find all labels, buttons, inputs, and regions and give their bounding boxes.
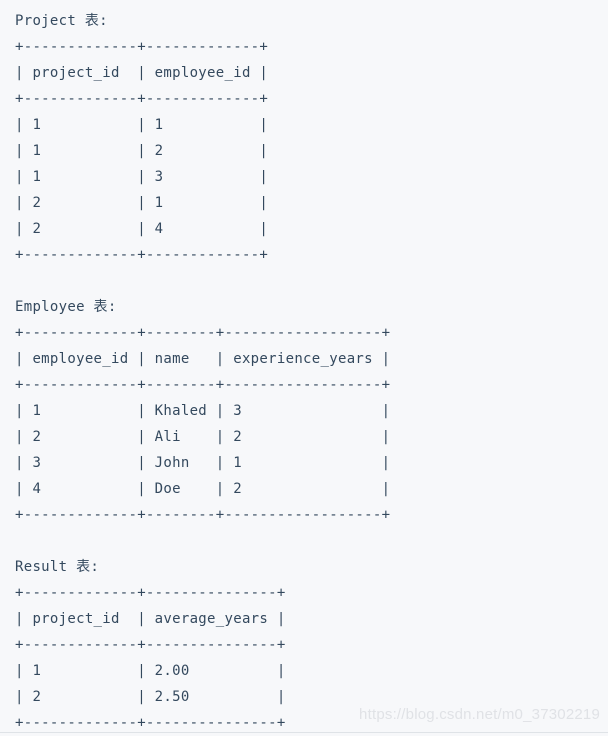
project-table-ascii: +-------------+-------------+ | project_… — [15, 39, 269, 263]
employee-table-ascii: +-------------+--------+----------------… — [15, 325, 391, 523]
result-table-title: Result 表: — [15, 559, 100, 575]
employee-table-title: Employee 表: — [15, 299, 117, 315]
project-table-section: Project 表: +-------------+-------------+… — [15, 8, 608, 268]
employee-table-section: Employee 表: +-------------+--------+----… — [15, 294, 608, 528]
result-table-ascii: +-------------+---------------+ | projec… — [15, 585, 286, 731]
result-table-section: Result 表: +-------------+---------------… — [15, 554, 608, 736]
project-table-title: Project 表: — [15, 13, 108, 29]
